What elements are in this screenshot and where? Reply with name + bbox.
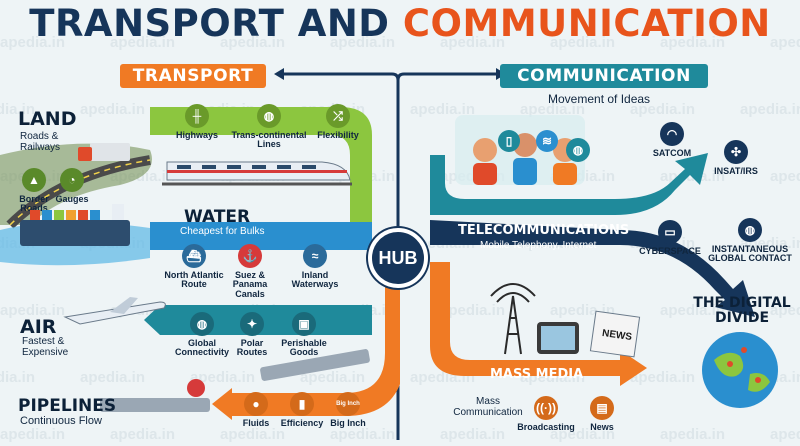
mass-media-band — [430, 262, 647, 386]
cargo-ship-icon — [20, 220, 130, 246]
wifi-icon: ≋ — [536, 130, 558, 152]
item-label: Trans-continental Lines — [231, 130, 307, 150]
globe-icon: ◍ — [257, 104, 281, 128]
item-label: Efficiency — [280, 418, 324, 428]
item-label: Broadcasting — [517, 422, 575, 432]
canal-icon: ⚓ — [238, 244, 262, 268]
page-title: TRANSPORT AND COMMUNICATION — [0, 2, 800, 45]
item-label: Flexibility — [317, 130, 359, 140]
valve-icon — [187, 379, 205, 397]
globe-icon: ◍ — [738, 218, 762, 242]
box-icon: ▣ — [292, 312, 316, 336]
communication-subtitle: Movement of Ideas — [548, 92, 651, 106]
land-title: LAND — [18, 108, 77, 130]
item-label: INSAT/IRS — [714, 166, 758, 176]
item-label: SATCOM — [652, 148, 692, 158]
smartphone-icon: ▯ — [498, 130, 520, 152]
item-label: Perishable Goods — [281, 338, 327, 358]
radio-tower-icon — [490, 283, 536, 355]
communication-banner: COMMUNICATION — [500, 64, 708, 88]
globe-icon: ◍ — [190, 312, 214, 336]
telecom-band — [430, 115, 755, 317]
item-label: News — [590, 422, 614, 432]
big-inch-icon: Big Inch — [336, 392, 360, 416]
pipelines-subtitle: Continuous Flow — [20, 415, 102, 427]
airplane-icon — [63, 297, 166, 325]
drop-icon: ● — [244, 392, 268, 416]
item-label: Inland Waterways — [291, 270, 339, 290]
road-icon: ╫ — [185, 104, 209, 128]
gauge-icon: ◔ — [60, 168, 84, 192]
land-subtitle: Roads & Railways — [20, 131, 61, 153]
mountain-road-icon: ▲ — [22, 168, 46, 192]
water-title: WATER — [184, 207, 251, 227]
telecom-subtitle: Mobile Telephony, Internet — [480, 240, 597, 251]
telecom-title: TELECOMMUNICATIONS — [458, 223, 630, 238]
compass-icon: ✦ — [240, 312, 264, 336]
shuffle-icon: ⤮ — [326, 104, 350, 128]
truck-icon — [90, 143, 130, 161]
water-band — [0, 204, 372, 266]
satellite-dish-icon: ◠ — [660, 122, 684, 146]
earth-globe-icon — [702, 332, 778, 408]
monitor-icon: ▭ — [658, 220, 682, 244]
mass-media-title: MASS MEDIA — [490, 367, 584, 382]
title-part-communication: COMMUNICATION — [402, 2, 771, 45]
transport-banner: TRANSPORT — [120, 64, 266, 88]
item-label: Border Roads — [19, 194, 49, 214]
digital-divide-title: THE DIGITAL DIVIDE — [693, 295, 791, 326]
item-label: CYBERSPACE — [639, 246, 701, 256]
item-label: Big Inch — [330, 418, 366, 428]
item-label: INSTANTANEOUS GLOBAL CONTACT — [708, 244, 792, 264]
water-subtitle: Cheapest for Bulks — [180, 226, 265, 237]
item-label: Gauges — [55, 194, 89, 204]
hub-node: HUB — [368, 228, 428, 288]
waves-icon: ≈ — [303, 244, 327, 268]
item-label: North Atlantic Route — [164, 270, 224, 290]
air-subtitle: Fastest & Expensive — [22, 336, 69, 358]
item-label: Global Connectivity — [174, 338, 229, 358]
satellite-icon: ✣ — [724, 140, 748, 164]
air-title: AIR — [20, 316, 57, 338]
item-label: Suez & Panama Canals — [232, 270, 268, 299]
pipelines-title: PIPELINES — [18, 396, 117, 416]
mass-media-subtitle: Mass Communication — [453, 396, 523, 418]
ship-icon: ⛴ — [182, 244, 206, 268]
chart-icon: ▮ — [290, 392, 314, 416]
newspaper-icon: ▤ — [590, 396, 614, 420]
globe-icon: ◍ — [566, 138, 590, 162]
title-part-transport: TRANSPORT AND — [29, 2, 390, 45]
item-label: Highways — [175, 130, 218, 140]
item-label: Fluids — [242, 418, 270, 428]
train-illustration — [162, 150, 352, 188]
broadcast-icon: ((·)) — [534, 396, 558, 420]
item-label: Polar Routes — [236, 338, 268, 358]
